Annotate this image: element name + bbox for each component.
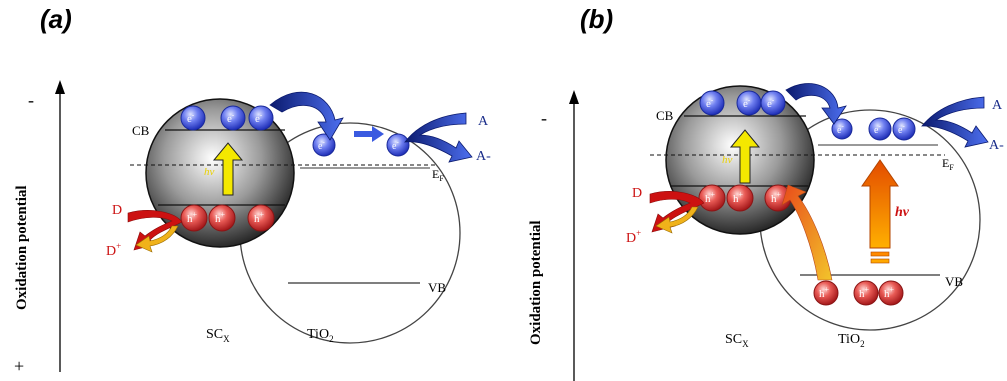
hole-b1: h+	[698, 184, 726, 212]
svg-text:h+: h+	[771, 190, 782, 205]
panel-b: - Oxidation potential hv e- e- e- h	[528, 83, 1004, 381]
d-label-a: D	[112, 203, 122, 218]
electron-a5: e-	[386, 133, 410, 157]
hole-b6: h+	[878, 280, 904, 306]
tio2-hv-label-b: hv	[895, 205, 910, 220]
donor-product-arrow-a	[135, 225, 179, 253]
panel-a-label: (a)	[40, 4, 72, 34]
tio2-arrow-dash2	[870, 258, 890, 264]
hole-b4: h+	[813, 280, 839, 306]
hole-b2: h+	[726, 184, 754, 212]
hole-a2: h+	[208, 204, 236, 232]
sc-hv-label-a: hv	[204, 166, 215, 178]
panel-b-label: (b)	[580, 4, 614, 34]
dplus-label-b: D+	[626, 228, 641, 246]
svg-text:h+: h+	[254, 210, 265, 225]
electron-b2: e-	[736, 90, 762, 116]
svg-text:e-: e-	[874, 122, 881, 136]
aminus-label-a: A-	[476, 149, 491, 164]
svg-text:h+: h+	[859, 285, 870, 300]
electron-a3: e-	[248, 105, 274, 131]
hole-b5: h+	[853, 280, 879, 306]
electron-b6: e-	[892, 117, 916, 141]
svg-text:h+: h+	[884, 285, 895, 300]
sc-label-a: SCX	[206, 327, 230, 344]
axis-arrowhead-b	[569, 90, 579, 104]
svg-text:h+: h+	[819, 285, 830, 300]
axis-title-b: Oxidation potential	[528, 220, 544, 345]
donor-arrow-a	[127, 210, 183, 251]
sc-excitation-arrow-a	[212, 142, 244, 196]
a-label-a: A	[478, 114, 489, 129]
acceptor-arrow-b	[921, 96, 989, 148]
axis-bottom-label-a: +	[14, 356, 24, 376]
svg-text:h+: h+	[187, 210, 198, 225]
dplus-label-a: D+	[106, 241, 121, 259]
electron-b3: e-	[760, 90, 786, 116]
hole-transfer-arrow-b	[781, 184, 833, 281]
svg-text:h+: h+	[733, 190, 744, 205]
electron-b5: e-	[868, 117, 892, 141]
svg-text:e-: e-	[898, 122, 905, 136]
svg-text:h+: h+	[705, 190, 716, 205]
svg-text:e-: e-	[743, 96, 751, 110]
vb-label-b: VB	[945, 274, 963, 289]
electron-transfer-arrow-a	[269, 91, 344, 141]
hole-a1: h+	[180, 204, 208, 232]
cb-label-a: CB	[132, 123, 150, 138]
svg-text:e-: e-	[255, 111, 263, 125]
electron-b1: e-	[699, 90, 725, 116]
svg-text:e-: e-	[227, 111, 235, 125]
tio2-label-b: TiO2	[838, 332, 865, 349]
panel-a: - + Oxidation potential hv e- e- e-	[14, 80, 491, 376]
tio2-arrow-dash1	[870, 251, 890, 257]
sc-excitation-arrow-b	[729, 129, 761, 184]
svg-text:e-: e-	[706, 96, 714, 110]
cb-label-b: CB	[656, 108, 674, 123]
donor-product-arrow-b	[655, 206, 699, 234]
svg-text:e-: e-	[767, 96, 775, 110]
axis-title-a: Oxidation potential	[14, 185, 30, 310]
svg-text:e-: e-	[837, 122, 844, 136]
axis-top-label-a: -	[28, 90, 34, 110]
svg-text:e-: e-	[392, 138, 399, 152]
svg-text:e-: e-	[187, 111, 195, 125]
axis-top-label-b: -	[541, 108, 547, 128]
electron-a2: e-	[220, 105, 246, 131]
axis-arrowhead-a	[55, 80, 65, 94]
ef-label-a: EF	[432, 167, 444, 183]
ef-label-b: EF	[942, 156, 954, 172]
acceptor-arrow-a	[404, 112, 473, 163]
svg-text:h+: h+	[215, 210, 226, 225]
electron-transfer-arrow-b	[785, 83, 847, 125]
a-label-b: A	[992, 98, 1003, 113]
d-label-b: D	[632, 186, 642, 201]
small-transfer-arrow-a	[354, 126, 384, 142]
electron-b4: e-	[831, 118, 853, 140]
sc-hv-label-b: hv	[722, 154, 733, 166]
svg-text:e-: e-	[318, 138, 325, 152]
vb-label-a: VB	[428, 280, 446, 295]
tio2-label-a: TiO2	[307, 327, 334, 344]
hole-a3: h+	[247, 204, 275, 232]
aminus-label-b: A-	[989, 138, 1004, 153]
electron-a1: e-	[180, 105, 206, 131]
tio2-excitation-arrow-b	[861, 159, 899, 249]
sc-label-b: SCX	[725, 332, 749, 349]
